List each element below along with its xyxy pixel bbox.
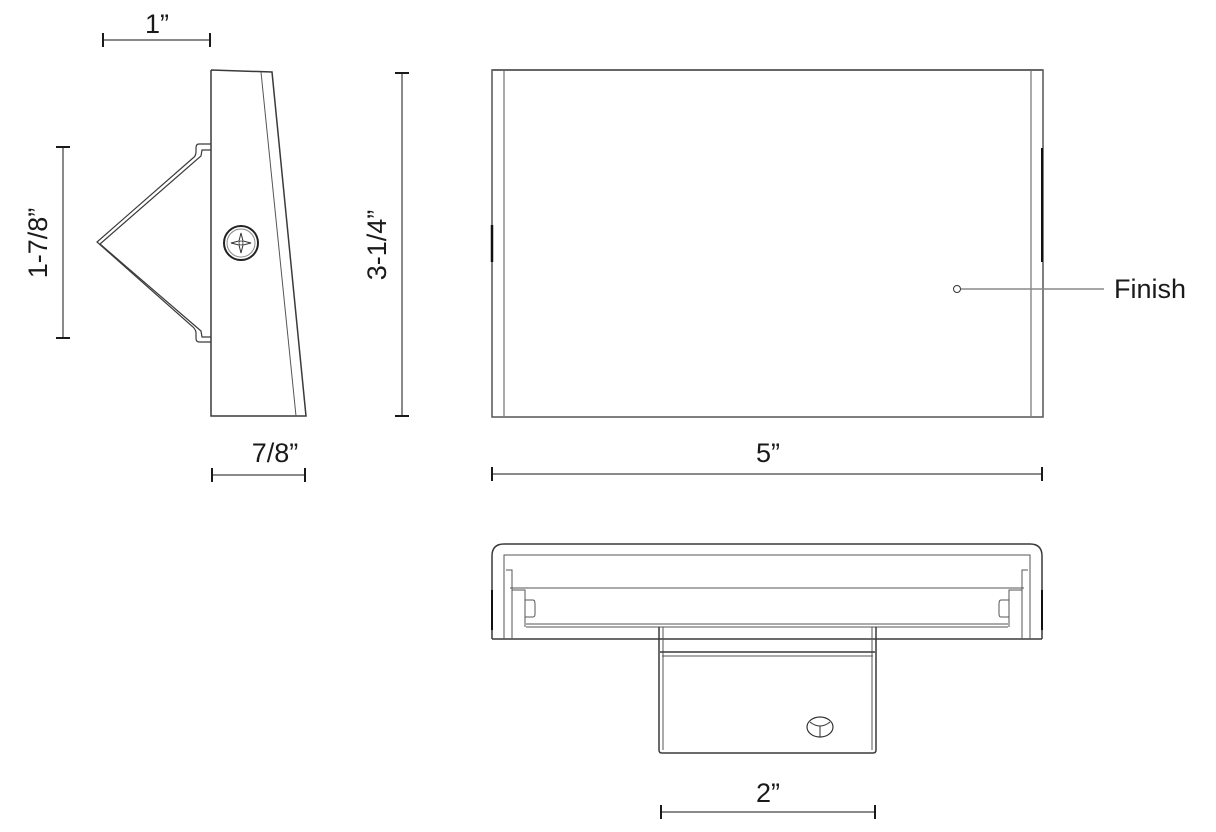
mounting-bracket (96, 143, 211, 343)
dimension-overall-width (491, 467, 1043, 481)
label-bracket-height: 1-7/8” (23, 208, 53, 279)
side-body (210, 69, 307, 417)
mounting-hole-icon (806, 716, 834, 738)
finish-callout (953, 285, 1104, 293)
label-bottom-depth: 7/8” (252, 438, 299, 468)
dimension-backplate-width (660, 805, 876, 819)
dimension-overall-height (395, 72, 409, 417)
label-backplate-width: 2” (756, 778, 780, 808)
label-overall-height: 3-1/4” (362, 210, 392, 281)
bottom-view (491, 543, 1043, 819)
side-view (56, 33, 409, 482)
dimension-bottom-depth (211, 468, 306, 482)
label-top-depth: 1” (145, 9, 169, 39)
screw-icon (223, 225, 259, 261)
front-view (490, 69, 1104, 481)
dimension-bracket-height (56, 146, 70, 339)
backplate (658, 627, 877, 754)
label-overall-width: 5” (756, 438, 780, 468)
dimension-top-depth (102, 33, 211, 47)
label-finish: Finish (1114, 274, 1186, 304)
